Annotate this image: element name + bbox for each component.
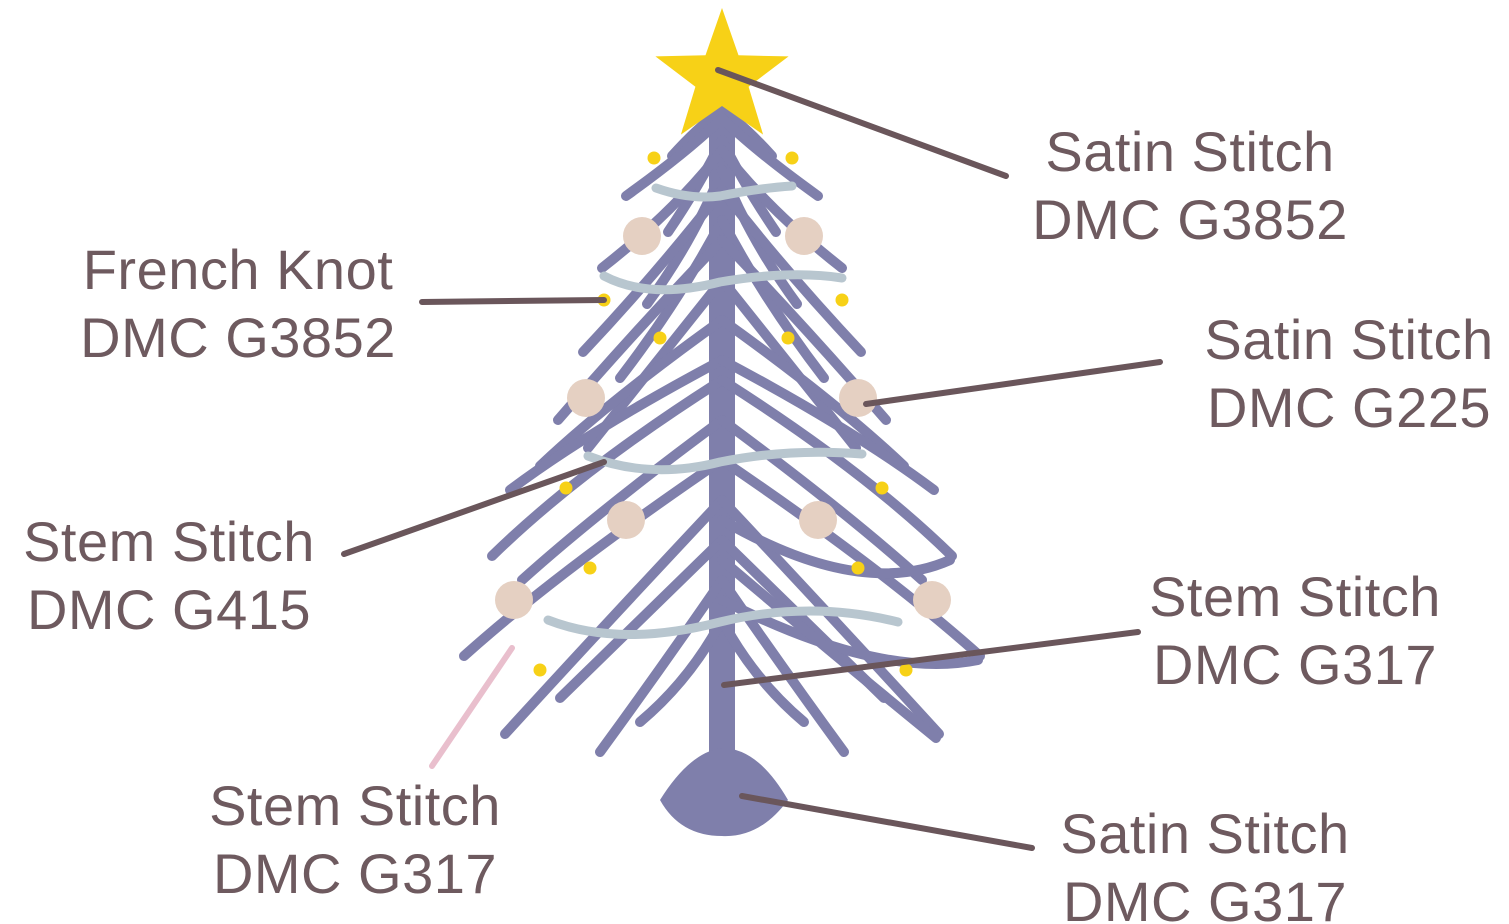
french-knot [781, 331, 795, 345]
branch-right [717, 555, 941, 743]
label-french-knot: French Knot DMC G3852 [58, 236, 418, 372]
french-knot [647, 151, 661, 165]
leader-line [341, 459, 607, 557]
bauble [607, 501, 645, 539]
thread-code: DMC G317 [1152, 633, 1438, 696]
garland-strand [599, 270, 847, 295]
thread-code: DMC G415 [26, 578, 312, 641]
stitch-type: Stem Stitch [23, 510, 315, 573]
thread-code: DMC G317 [1062, 870, 1348, 924]
label-base-stitch: Satin Stitch DMC G317 [1035, 800, 1375, 924]
stitch-type: Satin Stitch [1045, 120, 1335, 183]
thread-code: DMC G225 [1206, 376, 1492, 439]
branch-left [621, 113, 727, 201]
leader-lines [341, 67, 1163, 851]
french-knot [835, 293, 849, 307]
thread-code: DMC G3852 [1032, 188, 1348, 251]
french-knot [533, 663, 547, 677]
thread-code: DMC G3852 [80, 306, 396, 369]
french-knot [653, 331, 667, 345]
branch-left [615, 215, 727, 383]
branch-left [517, 415, 727, 585]
garland-icon [543, 181, 903, 639]
branch-left [500, 495, 727, 739]
french-knot [785, 151, 799, 165]
stitch-type: Satin Stitch [1204, 308, 1494, 371]
french-knot [851, 561, 865, 575]
label-garland-stitch: Stem Stitch DMC G415 [0, 508, 338, 644]
branch-right [717, 615, 809, 727]
leader-line [721, 629, 1141, 688]
branch-right [717, 515, 955, 579]
thread-code: DMC G317 [212, 842, 498, 905]
branch-right [717, 455, 985, 661]
branch-left [505, 355, 727, 495]
bauble [623, 217, 661, 255]
branch-left [595, 575, 727, 757]
bauble [785, 217, 823, 255]
tree-icon [459, 82, 985, 837]
garland-strand [583, 447, 867, 475]
branch-right [717, 315, 909, 471]
bauble-icon [495, 217, 951, 619]
label-trunk-stitch: Stem Stitch DMC G317 [1125, 563, 1465, 699]
french-knot [583, 561, 597, 575]
branch-left [487, 375, 727, 561]
branch-left [459, 455, 727, 661]
tree-base [660, 748, 788, 837]
branch-right [717, 113, 823, 201]
stitch-type: French Knot [82, 238, 394, 301]
bauble [839, 379, 877, 417]
label-star-stitch: Satin Stitch DMC G3852 [1010, 118, 1370, 254]
branch-left [667, 105, 727, 161]
branch-right [717, 215, 829, 383]
branch-right [717, 375, 957, 561]
leader-line [863, 359, 1163, 407]
leader-line [739, 793, 1035, 851]
stitch-type: Stem Stitch [1149, 565, 1441, 628]
branch-right [717, 575, 849, 757]
branch-left [597, 145, 727, 273]
bauble [913, 581, 951, 619]
branch-right [717, 355, 939, 495]
branch-left [555, 535, 727, 703]
stitch-type: Stem Stitch [209, 774, 501, 837]
branch-right [717, 145, 847, 273]
french-knot [559, 481, 573, 495]
leader-line [715, 67, 1009, 179]
branch-left [535, 315, 727, 471]
branch-right [717, 105, 777, 161]
branch-left [578, 185, 727, 357]
stitch-type: Satin Stitch [1060, 802, 1350, 865]
garland-strand [651, 181, 797, 202]
leader-line [429, 645, 515, 769]
label-bauble-stitch: Satin Stitch DMC G225 [1190, 306, 1508, 442]
french-knot [875, 481, 889, 495]
bauble [495, 581, 533, 619]
french-knot-icon [533, 151, 913, 677]
bauble [567, 379, 605, 417]
branch-left [635, 615, 727, 727]
bauble [799, 501, 837, 539]
label-branch-stitch: Stem Stitch DMC G317 [185, 772, 525, 908]
branch-right [717, 415, 927, 585]
garland-strand [543, 606, 903, 639]
leader-line [419, 297, 607, 305]
french-knot [899, 663, 913, 677]
